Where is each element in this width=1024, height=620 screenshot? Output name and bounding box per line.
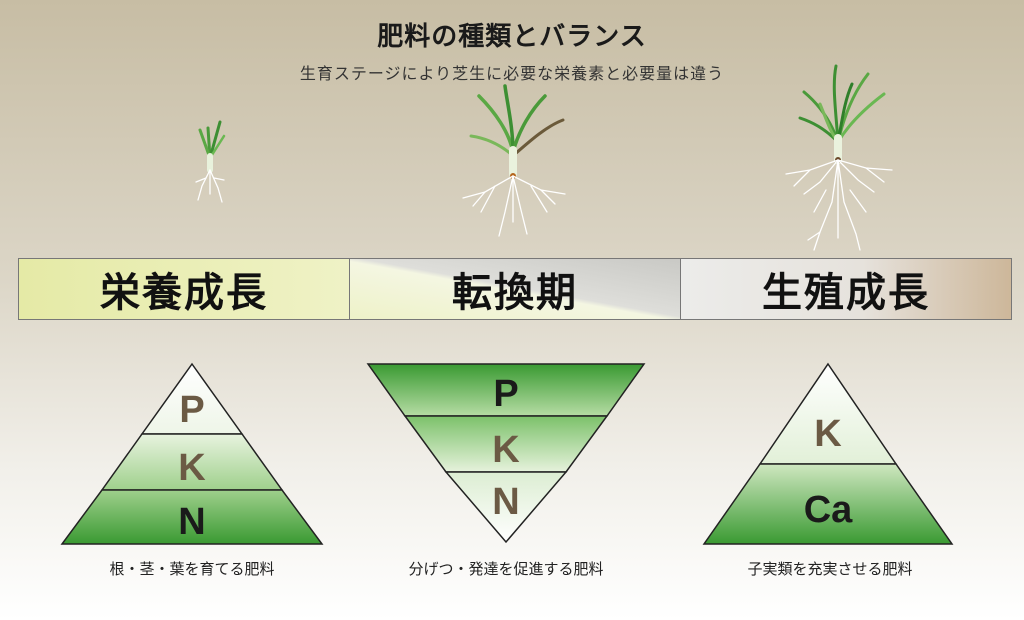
nutrient-label: Ca [804,489,853,531]
nutrient-label: K [492,429,520,471]
nutrient-label: N [492,481,519,523]
stage-label: 栄養成長 [100,270,268,316]
young-grass-icon [462,84,566,237]
mature-grass-icon [785,64,893,251]
nutrient-pyramid-reproductive: K Ca [702,362,954,545]
page-subtitle: 生育ステージにより芝生に必要な栄養素と必要量は違う [299,64,725,83]
stage-band-transition: 転換期 [349,258,681,320]
stage-band-vegetative: 栄養成長 [18,258,350,320]
stage-label: 生殖成長 [762,270,930,316]
nutrient-label: K [814,413,842,455]
stage-label: 転換期 [452,270,578,316]
nutrient-pyramid-transition: P K N [366,363,646,544]
nutrient-label: P [493,373,518,415]
nutrient-label: K [178,447,206,489]
page-title: 肥料の種類とバランス [377,22,647,52]
nutrient-label: P [179,389,204,431]
nutrient-pyramid-vegetative: P K N [60,362,324,545]
nutrient-label: N [178,501,205,543]
pyramid-caption: 分げつ・発達を促進する肥料 [408,560,604,578]
stage-band-reproductive: 生殖成長 [680,258,1012,320]
pyramid-caption: 子実類を充実させる肥料 [747,560,913,578]
seedling-icon [195,120,226,203]
pyramid-caption: 根・茎・葉を育てる肥料 [109,560,275,578]
